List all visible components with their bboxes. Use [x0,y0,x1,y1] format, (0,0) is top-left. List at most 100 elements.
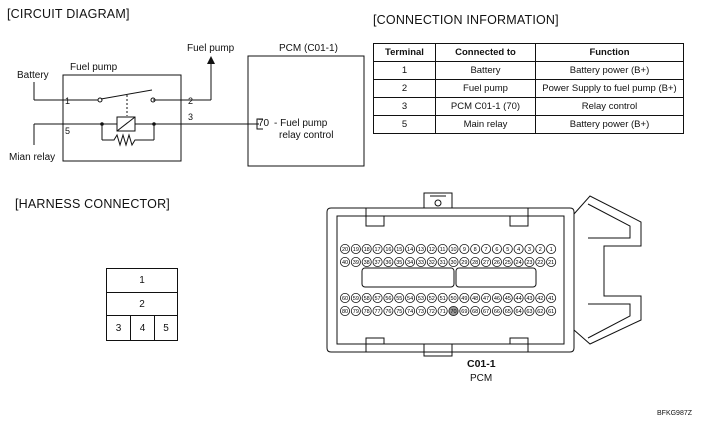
pcm-pin-number: 17 [374,247,380,253]
pcm-pin [405,305,416,316]
pcm-connector-label: C01-1 [467,358,496,370]
pcm-pin-number: 47 [483,296,489,302]
pcm-pin-number: 4 [517,247,520,253]
table-header-row: Terminal Connected to Function [373,43,684,62]
connection-info-title: [CONNECTION INFORMATION] [373,13,559,27]
pcm-pin [481,256,492,267]
pcm-pin-number: 24 [516,260,522,266]
pcm-pin-number: 70 [450,309,456,315]
pcm-pin [502,256,513,267]
pcm-pin [437,305,448,316]
pcm-pin [350,292,361,303]
pcm-pin [394,292,405,303]
pcm-pin [394,256,405,267]
pcm-pin [546,305,557,316]
pcm-pin-desc-line1: - Fuel pump [274,118,328,129]
pcm-pin [524,243,535,254]
pcm-pin-number: 26 [494,260,500,266]
pcm-pin-number: 50 [450,296,456,302]
pcm-pin [415,243,426,254]
pcm-pin [361,256,372,267]
pcm-pin [448,256,459,267]
pcm-pin-number: 56 [385,296,391,302]
pcm-pin-number: 39 [353,260,359,266]
pcm-pin-desc-line2: relay control [279,130,334,141]
pcm-pin-number: 66 [494,309,500,315]
pcm-pin [339,292,350,303]
pcm-pin [372,305,383,316]
pcm-pin-number: 16 [385,247,391,253]
pcm-pin-70-label: 70 [258,118,270,129]
pcm-pin-number: 13 [418,247,424,253]
pin-2-label: 2 [188,96,194,106]
pcm-pin [470,243,481,254]
pcm-pin-number: 37 [374,260,380,266]
fuel-pump-arrow-label: Fuel pump [187,43,235,54]
pcm-pin-number: 6 [495,247,498,253]
pcm-pin [437,292,448,303]
pcm-pin [470,305,481,316]
pcm-pin-number: 9 [463,247,466,253]
pcm-pin [394,305,405,316]
pcm-pin-number: 23 [526,260,532,266]
pcm-pin [491,305,502,316]
pcm-pin [546,243,557,254]
cell-connected-to: Main relay [435,115,536,134]
pcm-pin [383,243,394,254]
pcm-pin [546,292,557,303]
pcm-pin-number: 49 [461,296,467,302]
pcm-pin [339,305,350,316]
pcm-pin [339,256,350,267]
pcm-pin-number: 79 [353,309,359,315]
pcm-pin-number: 55 [396,296,402,302]
pcm-pin [426,256,437,267]
pcm-pin-number: 43 [526,296,532,302]
pcm-pin [415,292,426,303]
pcm-pin-number: 57 [374,296,380,302]
pcm-pin [481,305,492,316]
table-row: 5 Main relay Battery power (B+) [373,115,684,134]
pcm-pin-number: 33 [418,260,424,266]
pcm-pin [481,243,492,254]
pcm-pin [361,243,372,254]
pcm-pin-number: 25 [505,260,511,266]
pcm-pin [394,243,405,254]
pcm-pin [524,305,535,316]
pcm-pin-number: 53 [418,296,424,302]
pcm-pin-number: 3 [528,247,531,253]
pcm-pin-number: 51 [440,296,446,302]
pcm-pin-number: 65 [505,309,511,315]
pcm-pin [426,292,437,303]
pcm-pin-number: 2 [539,247,542,253]
pcm-pin [513,305,524,316]
pcm-pin [350,305,361,316]
pcm-pin-number: 62 [537,309,543,315]
pcm-label: PCM (C01-1) [279,43,338,54]
pcm-pin [491,256,502,267]
pcm-pin-number: 36 [385,260,391,266]
cell-function: Battery power (B+) [535,115,684,134]
pcm-pin [535,243,546,254]
pcm-connector-sublabel: PCM [470,373,493,384]
pcm-pin [415,305,426,316]
pcm-pin-number: 61 [548,309,554,315]
pcm-pin-highlighted [448,305,459,316]
pcm-pin [383,256,394,267]
pcm-pin [535,292,546,303]
pcm-pin-number: 8 [474,247,477,253]
pcm-pin [405,243,416,254]
pcm-pin-number: 5 [506,247,509,253]
pcm-pin-number: 63 [526,309,532,315]
pcm-pin [535,305,546,316]
pcm-pin [405,256,416,267]
pcm-pin-number: 10 [450,247,456,253]
pcm-pin-number: 68 [472,309,478,315]
pcm-pin-number: 30 [450,260,456,266]
main-relay-label: Mian relay [9,152,56,163]
pcm-pin-number: 52 [429,296,435,302]
pcm-pin-number: 80 [342,309,348,315]
pcm-pin [448,292,459,303]
pcm-pin [339,243,350,254]
